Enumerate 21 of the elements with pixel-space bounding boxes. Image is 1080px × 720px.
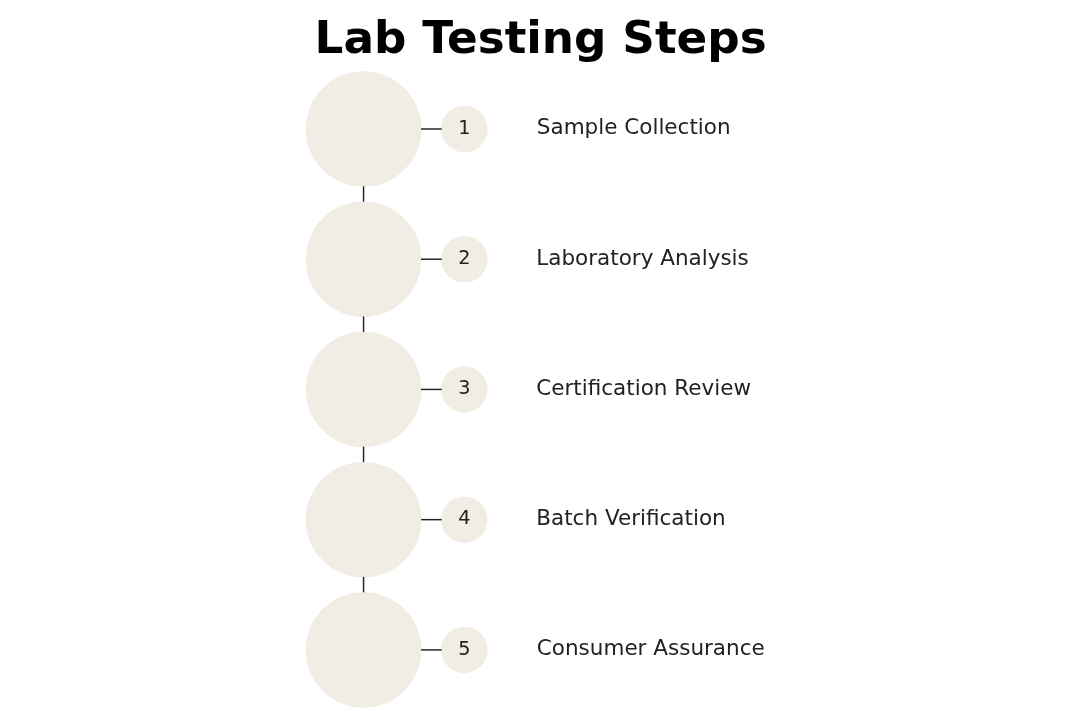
connector	[419, 388, 442, 391]
node-label: Sample Collection	[536, 114, 731, 140]
node-circle	[305, 201, 421, 317]
node-circle: 1	[440, 105, 488, 153]
node-circle	[305, 592, 421, 708]
node-label: Certification Review	[535, 374, 751, 400]
connector	[419, 128, 442, 130]
diagram-title: Lab Testing Steps	[314, 10, 767, 64]
node-circle	[305, 331, 421, 448]
node-circle: 4	[440, 496, 488, 543]
node-label: Batch Verification	[535, 504, 726, 530]
connector	[419, 258, 442, 260]
node-label: Consumer Assurance	[536, 635, 765, 661]
node-circle	[305, 461, 421, 578]
connector	[419, 518, 442, 521]
node-circle: 2	[440, 236, 488, 283]
node-circle: 5	[440, 626, 488, 674]
connector	[419, 649, 442, 651]
node-label: Laboratory Analysis	[535, 244, 749, 270]
node-circle: 3	[440, 366, 488, 413]
node-circle	[305, 71, 421, 187]
